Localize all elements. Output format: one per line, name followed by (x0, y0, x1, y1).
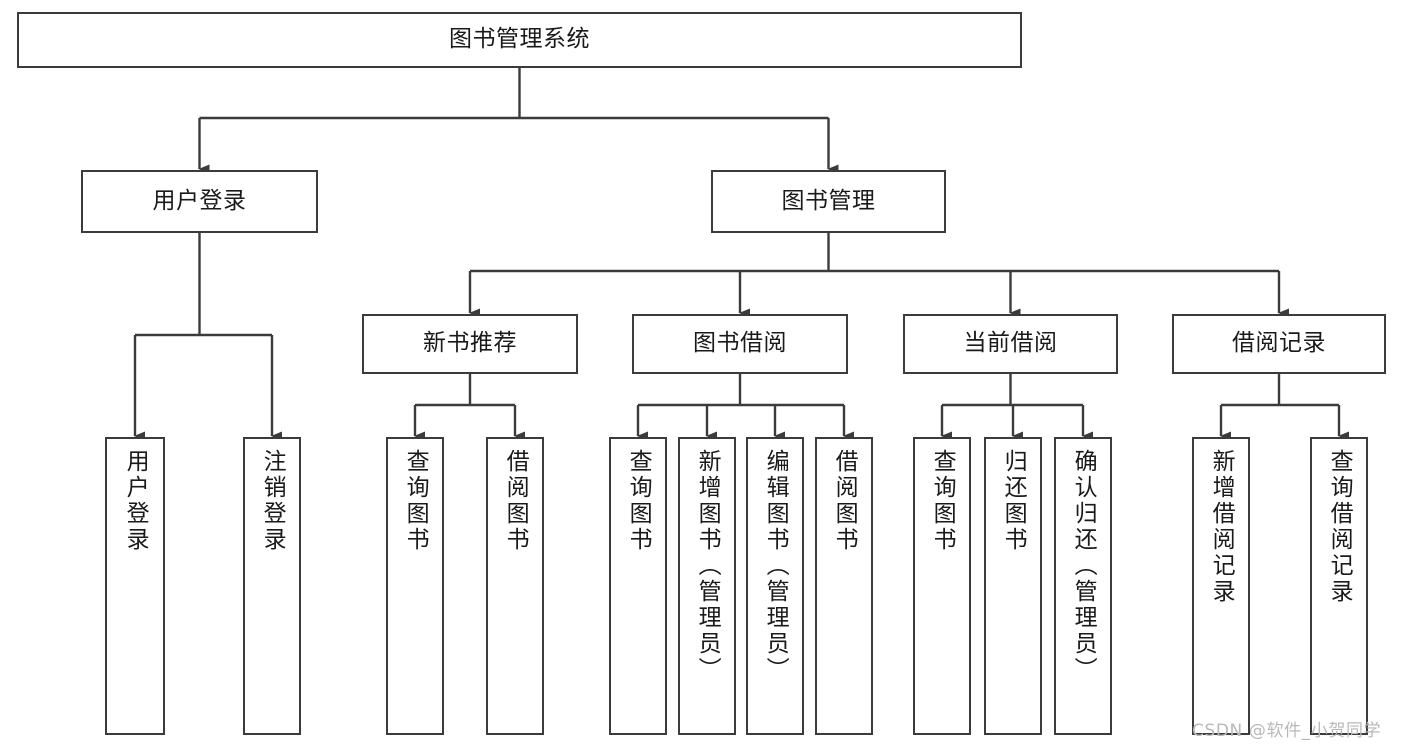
node-label: 用户登录 (152, 187, 247, 214)
node-label: 图书借阅 (693, 330, 787, 357)
node-book-borrow[interactable]: 图书借阅 (632, 314, 848, 374)
node-leaf-query-book-2[interactable]: 查询图书 (609, 437, 667, 735)
node-leaf-query-book-1[interactable]: 查询图书 (386, 437, 444, 735)
node-label: 查询图书 (402, 449, 429, 553)
node-label: 图书管理 (781, 187, 876, 214)
node-label: 图书管理系统 (449, 26, 590, 53)
node-leaf-query-record[interactable]: 查询借阅记录 (1310, 437, 1368, 735)
node-label: 查询图书 (625, 449, 652, 553)
node-leaf-confirm-return[interactable]: 确认归还（管理员） (1054, 437, 1112, 735)
node-label: 当前借阅 (963, 330, 1058, 357)
node-label: 新增图书（管理员） (694, 449, 721, 683)
node-borrow-record[interactable]: 借阅记录 (1172, 314, 1386, 374)
node-label: 编辑图书（管理员） (762, 449, 789, 683)
node-leaf-add-record[interactable]: 新增借阅记录 (1192, 437, 1250, 735)
node-leaf-return-book[interactable]: 归还图书 (984, 437, 1042, 735)
node-leaf-edit-book[interactable]: 编辑图书（管理员） (746, 437, 804, 735)
node-label: 借阅图书 (502, 449, 529, 553)
node-label: 注销登录 (259, 449, 286, 553)
node-new-book-rec[interactable]: 新书推荐 (362, 314, 578, 374)
node-label: 归还图书 (1000, 449, 1027, 553)
node-leaf-logout[interactable]: 注销登录 (243, 437, 301, 735)
node-label: 查询借阅记录 (1326, 449, 1353, 605)
node-label: 借阅图书 (831, 449, 858, 553)
node-label: 新增借阅记录 (1208, 449, 1235, 605)
node-leaf-borrow-book-2[interactable]: 借阅图书 (815, 437, 873, 735)
node-current-borrow[interactable]: 当前借阅 (903, 314, 1118, 374)
node-label: 查询图书 (929, 449, 956, 553)
node-book-manage[interactable]: 图书管理 (711, 170, 946, 233)
node-leaf-user-login[interactable]: 用户登录 (105, 437, 165, 735)
node-label: 确认归还（管理员） (1070, 449, 1097, 683)
node-label: 借阅记录 (1232, 330, 1326, 357)
node-root[interactable]: 图书管理系统 (17, 12, 1022, 68)
node-leaf-add-book[interactable]: 新增图书（管理员） (678, 437, 736, 735)
node-label: 用户登录 (122, 449, 149, 553)
node-leaf-query-book-3[interactable]: 查询图书 (913, 437, 971, 735)
node-leaf-borrow-book-1[interactable]: 借阅图书 (486, 437, 544, 735)
csdn-watermark: CSDN @软件_小贺同学 (1192, 721, 1382, 741)
node-label: 新书推荐 (423, 330, 517, 357)
node-user-login[interactable]: 用户登录 (81, 170, 318, 233)
